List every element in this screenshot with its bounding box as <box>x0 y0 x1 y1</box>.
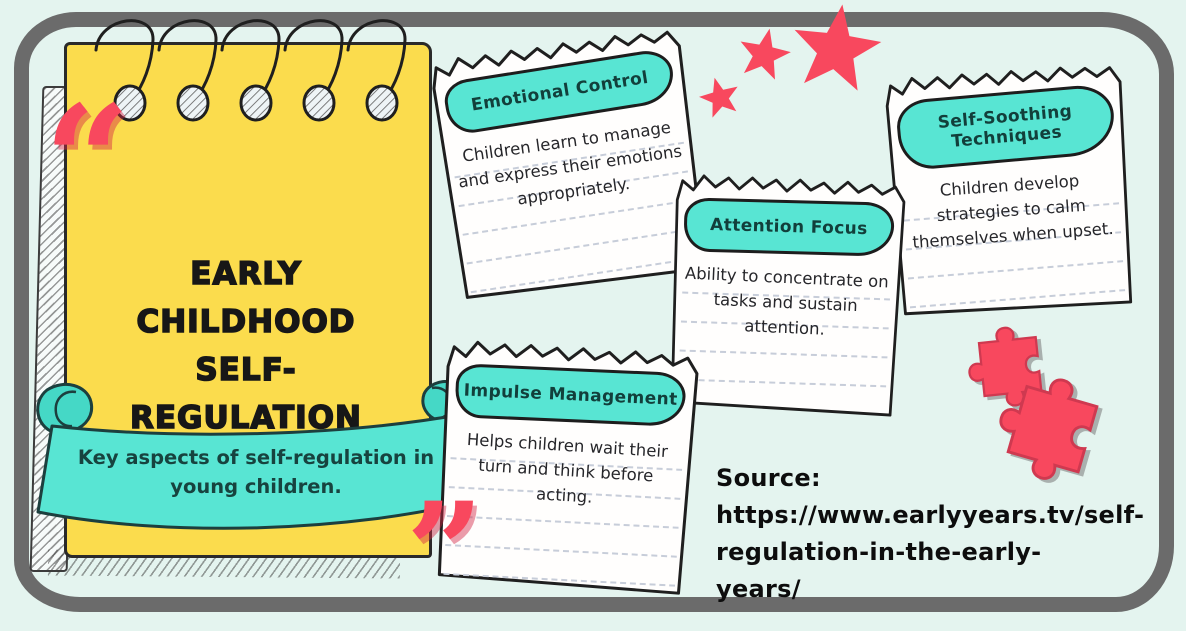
spiral-binding <box>94 19 407 122</box>
open-quote-icon: “ <box>44 73 131 249</box>
close-quote-icon: ” <box>406 472 484 631</box>
spiral-ring-icon <box>157 19 218 122</box>
spiral-ring-icon <box>346 19 407 122</box>
banner-text: Key aspects of self-regulation in young … <box>77 446 435 499</box>
source-label: Source: <box>716 464 821 492</box>
spiral-ring-icon <box>283 19 344 122</box>
star-icon <box>734 23 795 82</box>
note-title: Impulse Management <box>463 380 678 410</box>
note-body: Children develop strategies to calm them… <box>911 171 1115 252</box>
note-card-self-soothing: Self-Soothing Techniques Children develo… <box>875 54 1145 331</box>
source-url-line2: regulation-in-the-early-years/ <box>716 538 1042 603</box>
note-title-pill: Impulse Management <box>454 363 687 428</box>
source-block: Source: https://www.earlyyears.tv/self- … <box>716 460 1145 608</box>
note-body: Ability to concentrate on tasks and sust… <box>684 263 890 339</box>
star-icon <box>787 4 886 93</box>
note-title-pill: Attention Focus <box>683 197 895 257</box>
star-icon <box>695 72 744 120</box>
source-url-line1: https://www.earlyyears.tv/self- <box>716 501 1145 529</box>
page-title-line1: EARLY CHILDHOOD <box>136 255 356 341</box>
note-title: Attention Focus <box>709 214 869 239</box>
spiral-ring-icon <box>220 19 281 122</box>
note-title: Self-Soothing Techniques <box>936 100 1073 152</box>
stars-decoration <box>695 4 886 120</box>
note-title: Emotional Control <box>469 67 650 116</box>
